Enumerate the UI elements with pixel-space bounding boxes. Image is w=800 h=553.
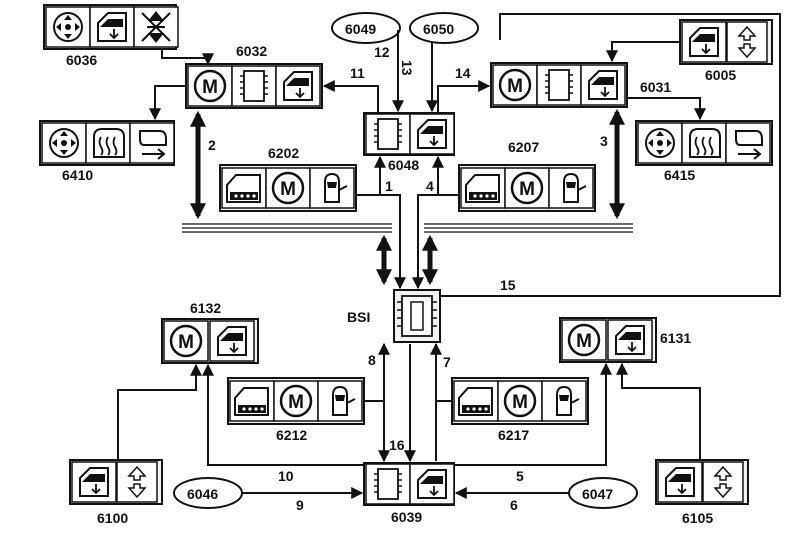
wire-11 [322, 80, 379, 113]
wire-6105-6131 [616, 362, 701, 460]
label-6100: 6100 [97, 510, 128, 526]
label-6039: 6039 [391, 509, 422, 525]
link-13: 13 [399, 60, 415, 76]
module-6100[interactable] [69, 459, 163, 505]
link-14: 14 [455, 65, 471, 81]
module-6036[interactable] [43, 4, 179, 50]
link-15: 15 [500, 277, 516, 293]
label-6047: 6047 [582, 486, 613, 502]
wire-14 [437, 80, 491, 113]
wire-6032-6410 [149, 85, 186, 121]
module-6207[interactable] [458, 164, 596, 212]
module-6132[interactable] [161, 318, 259, 364]
wire-10 [202, 363, 364, 466]
label-6217: 6217 [498, 427, 529, 443]
label-6131: 6131 [660, 330, 691, 346]
link-3: 3 [600, 133, 608, 149]
link-9: 9 [296, 497, 304, 513]
label-6202: 6202 [268, 145, 299, 161]
can-bus-right [424, 223, 633, 233]
label-6207: 6207 [508, 139, 539, 155]
can-bus-left [182, 223, 392, 233]
motor-icon [186, 64, 234, 108]
label-6046: 6046 [187, 486, 218, 502]
link-2: 2 [208, 137, 216, 153]
module-6050[interactable] [409, 12, 479, 44]
label-6415: 6415 [664, 167, 695, 183]
wire-4 [412, 194, 459, 290]
link-11: 11 [350, 65, 365, 81]
module-6031[interactable] [490, 62, 628, 108]
link-10: 10 [278, 468, 294, 484]
link-7: 7 [443, 354, 451, 370]
label-6032: 6032 [236, 43, 267, 59]
module-6217[interactable] [451, 377, 589, 425]
label-6005: 6005 [705, 67, 736, 83]
label-6049: 6049 [345, 21, 376, 37]
wire-6036-6032 [161, 50, 214, 66]
wire-6100-6132 [117, 363, 202, 460]
link-1: 1 [385, 178, 393, 194]
module-6048[interactable] [363, 112, 455, 156]
link-16: 16 [389, 437, 405, 453]
link-4: 4 [426, 178, 434, 194]
module-6105[interactable] [655, 459, 749, 505]
label-6410: 6410 [62, 167, 93, 183]
wire-15 [440, 13, 781, 297]
label-6212: 6212 [276, 427, 307, 443]
module-6032[interactable] [185, 63, 323, 109]
label-6036: 6036 [66, 52, 97, 68]
wire-6005-6031 [606, 41, 680, 63]
label-6132: 6132 [190, 300, 221, 316]
link-8: 8 [368, 352, 376, 368]
module-bsi[interactable] [393, 289, 441, 343]
wire-1 [356, 194, 406, 290]
module-6212[interactable] [227, 377, 365, 425]
module-6049[interactable] [331, 12, 401, 44]
link-6: 6 [510, 497, 518, 513]
label-6105: 6105 [682, 510, 713, 526]
module-6202[interactable] [219, 164, 357, 212]
wire-5 [454, 362, 612, 466]
module-6039[interactable] [363, 462, 455, 506]
module-6131[interactable] [559, 317, 657, 363]
label-6048: 6048 [388, 157, 419, 173]
label-6050: 6050 [423, 21, 454, 37]
wire-6031-6415 [627, 97, 706, 121]
link-12: 12 [374, 44, 390, 60]
module-6415[interactable] [635, 120, 773, 166]
module-6005[interactable] [679, 19, 773, 65]
module-6410[interactable] [39, 120, 175, 166]
label-6031: 6031 [640, 79, 671, 95]
label-bsi: BSI [347, 309, 370, 325]
link-5: 5 [516, 468, 524, 484]
